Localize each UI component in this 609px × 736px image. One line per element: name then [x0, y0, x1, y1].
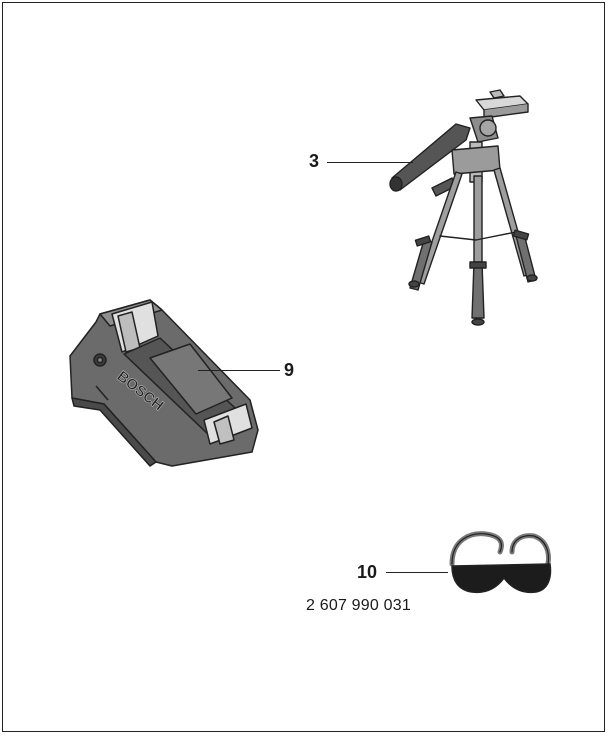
- charger-callout-number: 9: [284, 360, 295, 380]
- tripod-leader-line: [327, 162, 413, 163]
- glasses-leader-line: [386, 572, 448, 573]
- charger-leader-line: [198, 370, 280, 371]
- tripod-callout-number: 3: [309, 151, 320, 171]
- glasses-callout-number: 10: [357, 562, 378, 582]
- glasses-part-number: 2 607 990 031: [306, 597, 411, 614]
